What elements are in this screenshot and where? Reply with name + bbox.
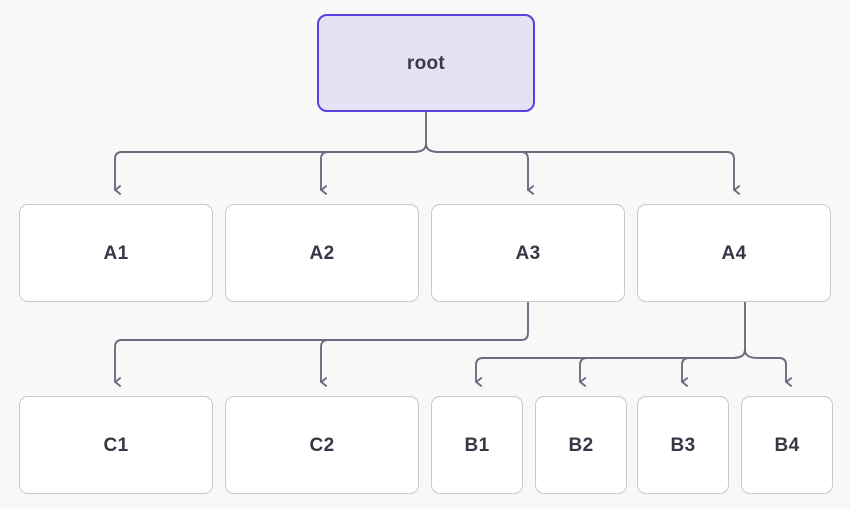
node-b2[interactable]: B2 bbox=[535, 396, 627, 494]
node-c2[interactable]: C2 bbox=[225, 396, 419, 494]
node-a2-label: A2 bbox=[309, 242, 335, 264]
node-a4-label: A4 bbox=[721, 242, 747, 264]
edge-a3-b1 bbox=[475, 349, 746, 382]
node-b1[interactable]: B1 bbox=[431, 396, 523, 494]
node-a4[interactable]: A4 bbox=[637, 204, 831, 302]
edge-a4-b3 bbox=[681, 349, 746, 382]
node-b2-label: B2 bbox=[568, 434, 594, 456]
node-b4-label: B4 bbox=[774, 434, 800, 456]
edge-a3-c2 bbox=[320, 339, 522, 382]
edge-a3-trunk bbox=[520, 301, 529, 341]
node-c1-label: C1 bbox=[103, 434, 129, 456]
node-b4[interactable]: B4 bbox=[741, 396, 833, 494]
edge-root-a2 bbox=[320, 143, 427, 190]
edge-root-a1 bbox=[114, 143, 427, 190]
edge-root-a4 bbox=[425, 143, 734, 190]
edge-a3-c1 bbox=[114, 339, 522, 382]
node-root-label: root bbox=[406, 52, 446, 74]
edge-a3-b2 bbox=[579, 349, 746, 382]
node-a1[interactable]: A1 bbox=[19, 204, 213, 302]
node-a2[interactable]: A2 bbox=[225, 204, 419, 302]
node-b3[interactable]: B3 bbox=[637, 396, 729, 494]
node-b1-label: B1 bbox=[464, 434, 490, 456]
node-b3-label: B3 bbox=[670, 434, 696, 456]
node-a1-label: A1 bbox=[103, 242, 129, 264]
node-c1[interactable]: C1 bbox=[19, 396, 213, 494]
edge-a4-b4 bbox=[744, 349, 786, 382]
node-c2-label: C2 bbox=[309, 434, 335, 456]
node-a3-label: A3 bbox=[515, 242, 541, 264]
node-a3[interactable]: A3 bbox=[431, 204, 625, 302]
node-root[interactable]: root bbox=[317, 14, 535, 112]
edge-root-a3 bbox=[425, 143, 528, 190]
